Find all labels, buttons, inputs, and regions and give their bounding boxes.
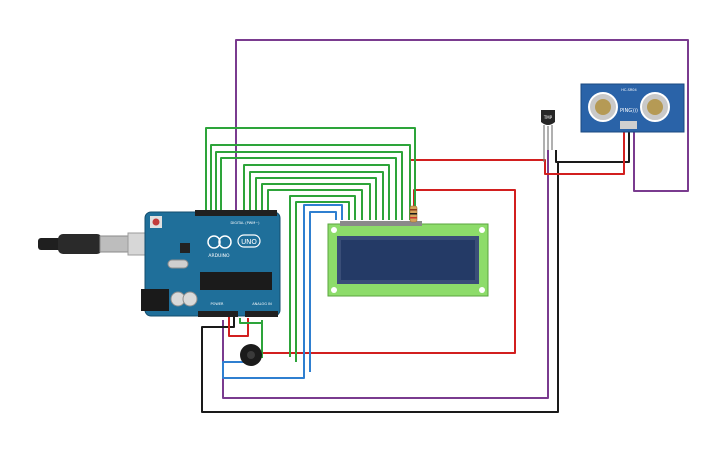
lcd-pin-header[interactable] bbox=[340, 221, 422, 226]
power-label: POWER bbox=[211, 302, 225, 306]
transducer-right-mesh bbox=[647, 99, 663, 115]
mount-hole bbox=[331, 227, 337, 233]
wire-blue-1[interactable] bbox=[222, 204, 343, 379]
arduino-logo-icon bbox=[207, 235, 221, 249]
ultrasonic-sensor[interactable]: HC-SR04 PING))) bbox=[580, 83, 685, 133]
lcd-16x2[interactable] bbox=[327, 221, 489, 297]
capacitor bbox=[182, 291, 198, 307]
wire-blue-2[interactable] bbox=[309, 211, 337, 372]
wire-purple-bottom[interactable] bbox=[222, 150, 549, 399]
arduino-model-text: UNO bbox=[241, 238, 257, 246]
resistor[interactable] bbox=[409, 205, 418, 223]
wires bbox=[201, 39, 689, 413]
wire-green-3[interactable] bbox=[215, 151, 403, 220]
crystal bbox=[167, 259, 189, 269]
buzzer[interactable] bbox=[240, 344, 262, 366]
wire-red-5v[interactable] bbox=[228, 317, 249, 337]
sensor-brand-text: HC-SR04 bbox=[621, 88, 637, 92]
wire-black-gnd[interactable] bbox=[201, 130, 630, 413]
wire-green-9[interactable] bbox=[267, 189, 363, 220]
digital-label: DIGITAL (PWM~) bbox=[230, 221, 260, 225]
transducer-left-mesh bbox=[595, 99, 611, 115]
analog-header[interactable] bbox=[245, 311, 278, 317]
usb-chip bbox=[180, 243, 190, 253]
power-jack bbox=[141, 289, 169, 311]
arduino-uno[interactable]: UNO ARDUINO DIGITAL (PWM~) POWER ANALOG … bbox=[141, 210, 281, 317]
mount-hole bbox=[331, 287, 337, 293]
atmega-chip bbox=[200, 272, 272, 290]
temperature-sensor[interactable]: TMP bbox=[541, 110, 555, 162]
wire-green-1[interactable] bbox=[205, 127, 416, 220]
wire-green-10[interactable] bbox=[289, 195, 356, 357]
wire-green-8[interactable] bbox=[261, 183, 371, 220]
mount-hole bbox=[479, 287, 485, 293]
arduino-brand-text: ARDUINO bbox=[208, 253, 230, 259]
wire-green-5[interactable] bbox=[243, 164, 390, 220]
sensor-pin-header[interactable] bbox=[620, 121, 637, 129]
uno-badge bbox=[237, 234, 261, 248]
wire-purple-top-loop[interactable] bbox=[235, 39, 689, 212]
mount-hole bbox=[479, 227, 485, 233]
analog-label: ANALOG IN bbox=[252, 302, 272, 306]
wire-green-buzzer[interactable] bbox=[239, 201, 350, 362]
lcd-screen bbox=[341, 240, 475, 280]
wire-green-6[interactable] bbox=[249, 171, 384, 220]
wire-red-sensor[interactable] bbox=[409, 130, 625, 218]
wire-green-2[interactable] bbox=[210, 144, 411, 220]
reset-button-cap[interactable] bbox=[152, 218, 160, 226]
wire-green-4[interactable] bbox=[220, 157, 397, 220]
wire-green-7[interactable] bbox=[255, 177, 377, 220]
digital-header[interactable] bbox=[195, 210, 277, 216]
power-header[interactable] bbox=[198, 311, 238, 317]
tmp-label: TMP bbox=[543, 115, 553, 120]
arduino-logo-icon bbox=[218, 235, 232, 249]
sensor-logo-text: PING))) bbox=[620, 108, 638, 114]
